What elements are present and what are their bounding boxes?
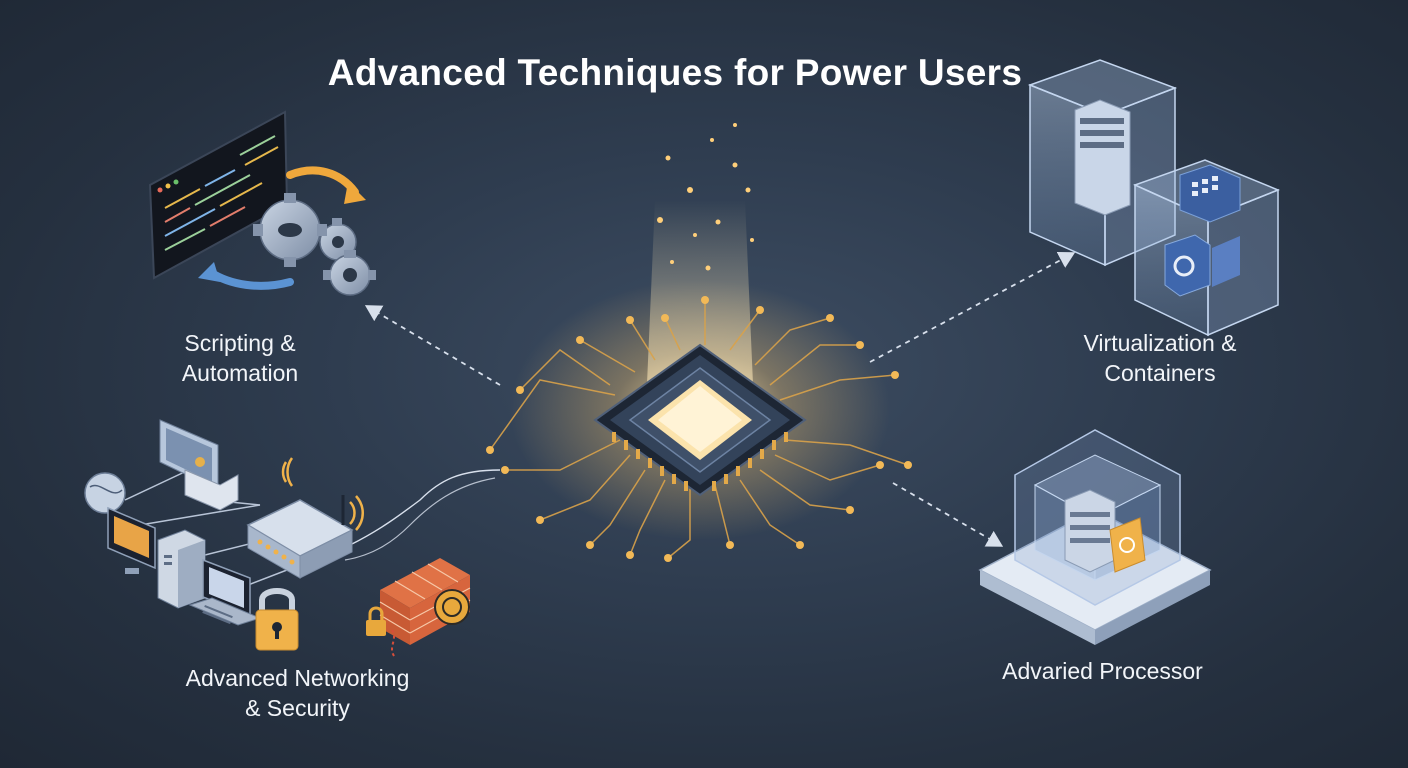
label-processor: Advaried Processor: [975, 656, 1230, 686]
label-networking-text: Advanced Networking & Security: [185, 665, 410, 721]
label-scripting-automation: Scripting & Automation: [150, 328, 330, 388]
label-processor-text: Advaried Processor: [1002, 658, 1203, 684]
label-virtualization-text: Virtualization & Containers: [1083, 330, 1237, 386]
code-terminal-with-gears-icon: [148, 110, 376, 296]
network-router-firewall-icon: [84, 419, 471, 657]
connector-scripting: [364, 305, 501, 386]
label-scripting-text: Scripting & Automation: [181, 330, 299, 386]
container-cubes-icon: [1027, 59, 1280, 337]
connector-networking: [344, 469, 501, 561]
connector-processor: [892, 482, 1004, 547]
server-platform-icon: [978, 429, 1212, 645]
label-networking-security: Advanced Networking & Security: [155, 663, 440, 723]
label-virtualization-containers: Virtualization & Containers: [1050, 328, 1270, 388]
connector-virtualization: [869, 252, 1076, 363]
center-cpu-chip-icon: [486, 123, 912, 562]
page-title: Advanced Techniques for Power Users: [327, 52, 1023, 93]
